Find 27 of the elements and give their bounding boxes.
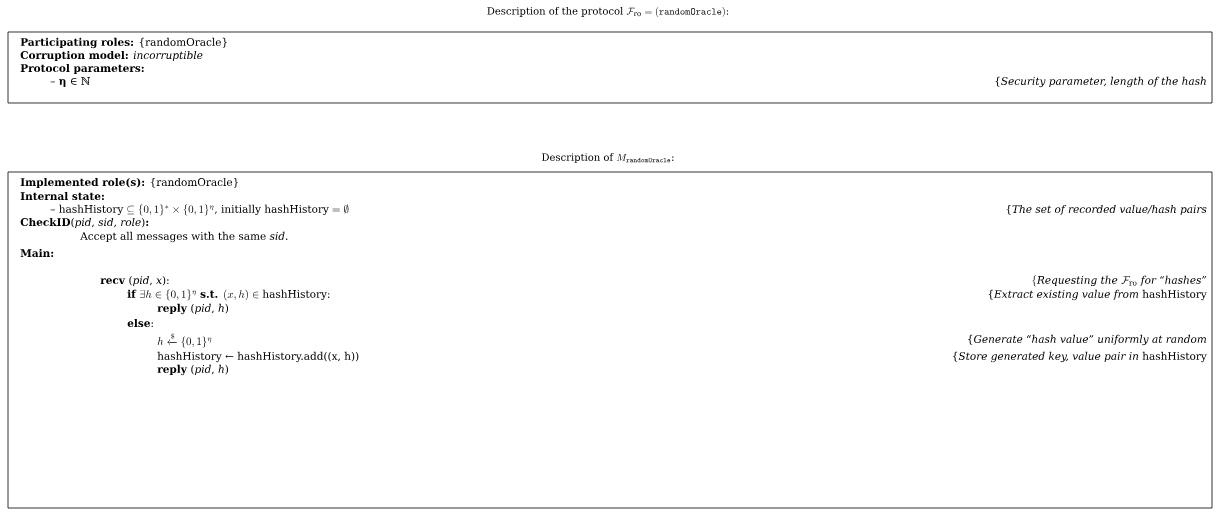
code-line: Corruption model: incorruptible xyxy=(20,50,203,62)
protocol-box xyxy=(7,6,1213,104)
comment-text: {Extract existing value from hashHistory xyxy=(988,289,1207,301)
comment-text: {Generate “hash value” uniformly at random xyxy=(968,334,1207,346)
code-line: Participating roles: {randomOracle} xyxy=(20,37,227,49)
code-line: Internal state: xyxy=(20,191,104,201)
code-line: Accept all messages with the same sid. xyxy=(80,231,288,243)
comment-text: {The set of recorded value/hash pairs xyxy=(1006,204,1207,216)
code-line: $\text{– hashHistory} \subseteq \{0, 1\}^{*} \times \{0, 1\}^{\eta}\text{, initially hashHistory} = \emptyset$ xyxy=(50,204,349,216)
code-line: else: xyxy=(127,318,153,328)
code-line: hashHistory ← hashHistory.add((x, h)) xyxy=(157,351,359,363)
comment-text: $\{\textit{Requesting the } \mathcal{F}_{\mathrm{ro}} \textit{ for “hashes”}$ xyxy=(1032,275,1207,287)
code-line: reply (pid, h) xyxy=(157,364,229,376)
code-line: $\textbf{if } \exists h \in \{0, 1\}^{\eta} \ \textbf{s.t. } (x, h) \in \text{hashHistory:}$ xyxy=(127,289,330,301)
code-line: CheckID(pid, sid, role): xyxy=(20,217,149,229)
code-line: – η ∈ ℕ xyxy=(50,77,91,87)
code-line: reply (pid, h) xyxy=(157,303,229,315)
code-line: Main: xyxy=(20,248,54,258)
box-heading: $\text{Description of } M_{\texttt{randomOracle}}\text{:}$ xyxy=(542,153,674,163)
comment-text: {Store generated key, value pair in hashHistory xyxy=(953,351,1207,363)
code-line: Protocol parameters: xyxy=(20,63,144,75)
protocol-box xyxy=(7,153,1213,509)
code-line: $h \xleftarrow{\$} \{0, 1\}^{\eta}$ xyxy=(157,333,212,348)
comment-text: {Security parameter, length of the hash xyxy=(995,76,1206,88)
code-line: recv (pid, x): xyxy=(100,275,169,287)
box-heading: $\text{Description of the protocol } \mathcal{F}_{\mathrm{ro}} = (\texttt{randomOracle})\text{:}$ xyxy=(487,6,729,18)
code-line: Implemented role(s): {randomOracle} xyxy=(20,177,238,189)
